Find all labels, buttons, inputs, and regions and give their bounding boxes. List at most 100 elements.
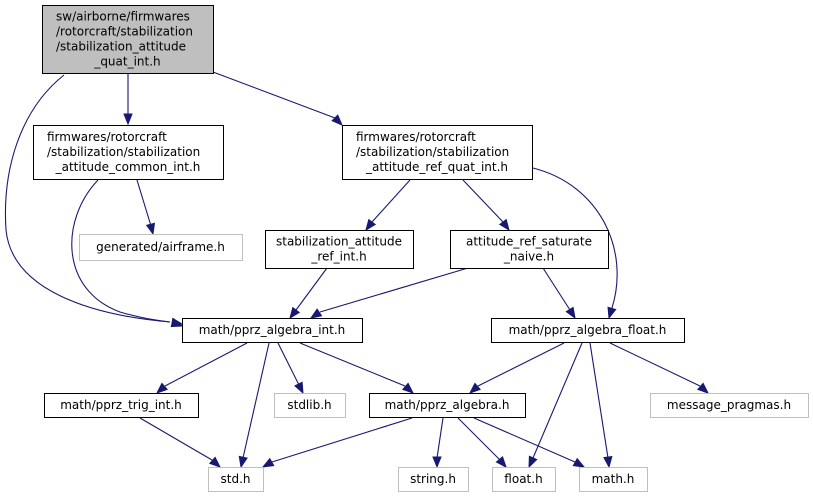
node-label-line: firmwares/rotorcraft <box>47 130 167 144</box>
node-label-line: string.h <box>410 472 456 486</box>
arrowhead-icon <box>289 306 301 320</box>
edge-saturate-to-algfloat <box>542 267 576 320</box>
edge-line <box>299 342 406 387</box>
edge-algint-to-std <box>238 342 270 469</box>
arrowhead-icon <box>468 382 482 394</box>
node-box <box>208 467 264 492</box>
node-stdlib: stdlib.h <box>274 393 346 418</box>
node-box <box>450 230 609 269</box>
node-label-line: _attitude_common_int.h <box>55 160 201 174</box>
edge-algint-to-stdlib <box>277 342 304 395</box>
edge-refquat-to-saturate <box>462 179 510 232</box>
node-algfloat[interactable]: math/pprz_algebra_float.h <box>491 318 685 343</box>
edge-line <box>295 267 328 311</box>
edge-line <box>473 417 576 463</box>
arrowhead-icon <box>365 218 377 232</box>
node-box <box>79 234 243 261</box>
edge-alg-to-float <box>457 417 507 469</box>
arrowhead-icon <box>208 456 222 468</box>
node-label-line: math/pprz_algebra.h <box>385 398 510 412</box>
arrowhead-icon <box>170 318 184 328</box>
arrowhead-icon <box>261 457 275 468</box>
edge-refint-to-algint <box>289 267 328 320</box>
edge-line <box>589 342 609 459</box>
arrowhead-icon <box>495 455 507 469</box>
edge-line <box>371 179 411 223</box>
arrowhead-icon <box>572 457 586 468</box>
node-alg[interactable]: math/pprz_algebra.h <box>369 393 526 418</box>
arrowhead-icon <box>432 456 442 469</box>
node-refint[interactable]: stabilization_attitude_ref_int.h <box>265 230 414 269</box>
arrowhead-icon <box>528 455 538 469</box>
node-label-line: math/pprz_trig_int.h <box>60 398 182 412</box>
arrowhead-icon <box>696 382 710 394</box>
node-label-line: _attitude_ref_quat_int.h <box>365 160 508 174</box>
node-box <box>369 393 526 418</box>
node-msgpragmas: message_pragmas.h <box>650 393 809 418</box>
node-label-line: /rotorcraft/stabilization <box>56 25 193 39</box>
node-label-line: math/pprz_algebra_float.h <box>509 323 667 337</box>
edge-saturate-to-algint <box>309 267 469 319</box>
edge-line <box>319 267 469 313</box>
edge-line <box>542 267 571 311</box>
node-label-line: math.h <box>592 472 635 486</box>
edge-alg-to-math <box>473 417 586 468</box>
edge-line <box>277 342 300 386</box>
node-label-line: stabilization_attitude <box>276 235 402 249</box>
node-root[interactable]: sw/airborne/firmwares/rotorcraft/stabili… <box>42 5 214 74</box>
node-label-line: math/pprz_algebra_int.h <box>199 323 346 337</box>
node-box <box>492 467 556 492</box>
edge-line <box>436 417 444 459</box>
arrowhead-icon <box>603 456 613 469</box>
arrowhead-icon <box>155 382 169 394</box>
node-label-line: /stabilization_attitude <box>56 40 186 54</box>
node-label-line: sw/airborne/firmwares <box>56 10 190 24</box>
edge-root-to-algint <box>4 74 184 327</box>
node-box <box>342 125 533 180</box>
edge-line <box>457 417 501 461</box>
node-label-line: message_pragmas.h <box>667 398 791 412</box>
node-label-line: generated/airframe.h <box>96 240 225 254</box>
arrowhead-icon <box>123 113 133 126</box>
arrowhead-icon <box>607 306 617 320</box>
edge-line <box>242 342 270 459</box>
edge-line <box>532 167 618 309</box>
node-box <box>579 467 648 492</box>
node-label-line: /stabilization/stabilization <box>356 145 509 159</box>
edge-line <box>462 179 504 223</box>
arrowhead-icon <box>238 455 248 469</box>
node-saturate[interactable]: attitude_ref_saturate_naive.h <box>450 230 609 269</box>
node-label-line: _quat_int.h <box>93 55 160 69</box>
edge-root-to-common <box>123 74 133 126</box>
node-refquat[interactable]: firmwares/rotorcraft/stabilization/stabi… <box>342 125 533 180</box>
arrowhead-icon <box>294 381 304 395</box>
edge-algfloat-to-alg <box>468 342 565 394</box>
edge-line <box>212 71 336 119</box>
arrowhead-icon <box>565 306 576 320</box>
node-box <box>491 318 685 343</box>
arrowhead-icon <box>498 218 510 232</box>
node-string: string.h <box>398 467 469 492</box>
node-algint[interactable]: math/pprz_algebra_int.h <box>182 318 363 343</box>
node-box <box>398 467 469 492</box>
edge-line <box>532 342 583 459</box>
edge-common-to-airframe <box>136 179 156 236</box>
node-trigint[interactable]: math/pprz_trig_int.h <box>44 393 199 418</box>
edge-alg-to-string <box>432 417 444 469</box>
node-box <box>274 393 346 418</box>
node-box <box>650 393 809 418</box>
node-airframe: generated/airframe.h <box>79 234 243 261</box>
node-common[interactable]: firmwares/rotorcraft/stabilization/stabi… <box>33 125 224 180</box>
node-box <box>33 125 224 180</box>
node-label-line: attitude_ref_saturate <box>466 235 592 249</box>
node-label-line: float.h <box>504 472 542 486</box>
edge-line <box>139 417 213 461</box>
edge-root-to-refquat <box>212 71 343 126</box>
node-label-line: stdlib.h <box>287 398 331 412</box>
node-label-line: /stabilization/stabilization <box>47 145 200 159</box>
arrowhead-icon <box>145 222 156 236</box>
edge-common-to-algint <box>71 179 184 328</box>
node-box <box>265 230 414 269</box>
